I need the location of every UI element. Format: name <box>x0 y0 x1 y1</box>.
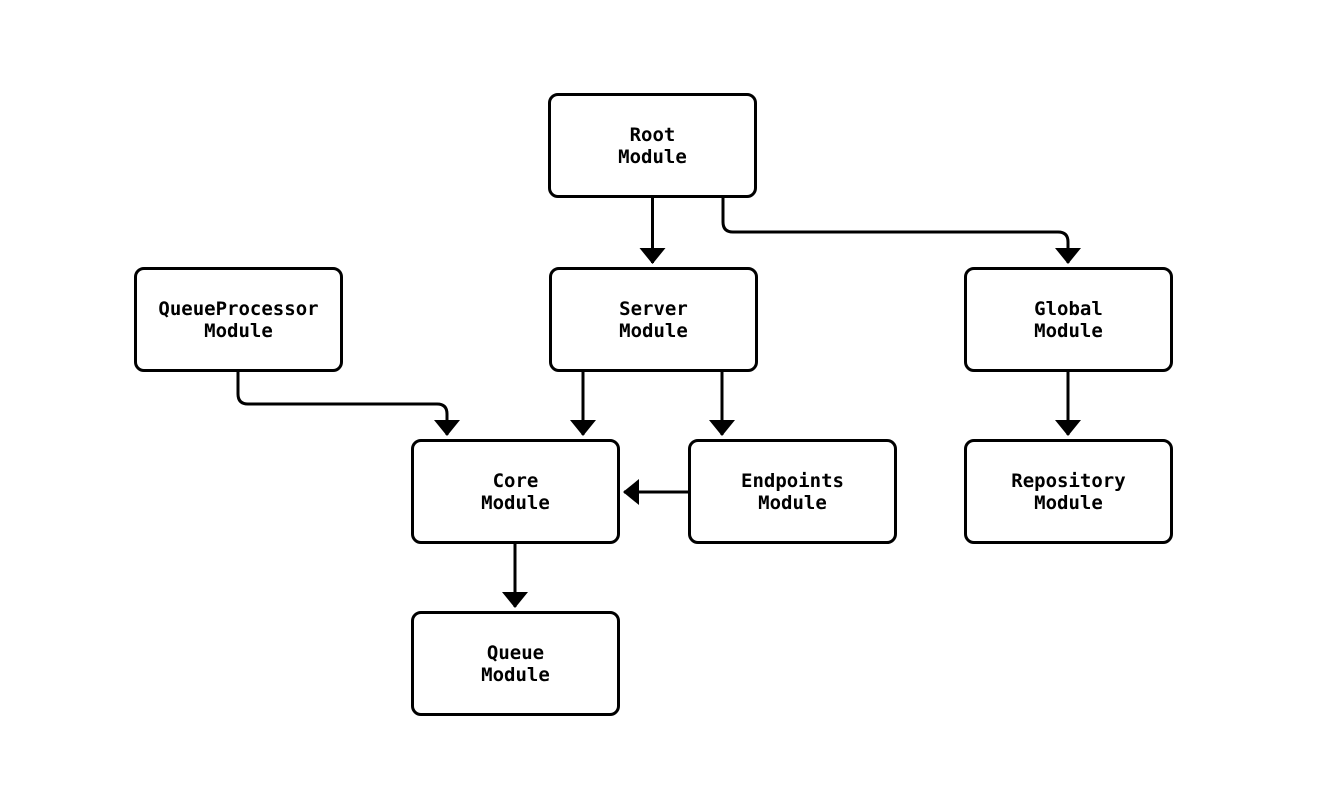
node-server-module[interactable]: Server Module <box>549 267 758 372</box>
node-label: QueueProcessor Module <box>158 297 319 342</box>
node-label: Core Module <box>481 469 550 514</box>
node-label: Global Module <box>1034 297 1103 342</box>
node-label: Server Module <box>619 297 688 342</box>
node-label: Endpoints Module <box>741 469 844 514</box>
node-global-module[interactable]: Global Module <box>964 267 1173 372</box>
node-label: Queue Module <box>481 641 550 686</box>
edge-root-to-global-arrow-path <box>721 198 1081 264</box>
node-queue-module[interactable]: Queue Module <box>411 611 620 716</box>
node-queueprocessor-module[interactable]: QueueProcessor Module <box>134 267 343 372</box>
node-root-module[interactable]: Root Module <box>548 93 757 198</box>
node-endpoints-module[interactable]: Endpoints Module <box>688 439 897 544</box>
node-label: Repository Module <box>1011 469 1126 514</box>
edge-queueprocessor-to-core-arrow <box>236 372 460 436</box>
node-repository-module[interactable]: Repository Module <box>964 439 1173 544</box>
node-core-module[interactable]: Core Module <box>411 439 620 544</box>
edge-root-to-global-arrow <box>723 198 1068 246</box>
node-label: Root Module <box>618 123 687 168</box>
